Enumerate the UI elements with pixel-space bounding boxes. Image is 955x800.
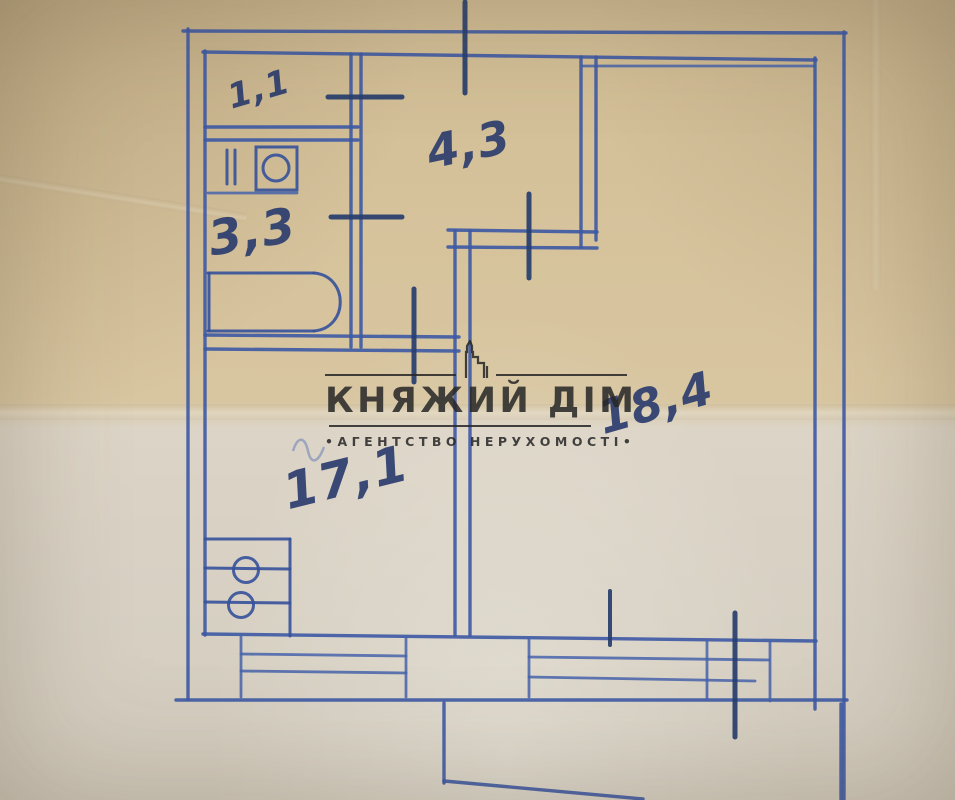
bathtub-fixture [206, 271, 342, 333]
stove-fixture [203, 537, 292, 638]
pen-scribble [291, 438, 326, 462]
balcony-outline [442, 701, 843, 800]
room-label-kitchen: 17,1 [277, 434, 415, 521]
room-label-hallway: 4,3 [421, 109, 516, 180]
room-label-toilet: 1,1 [223, 61, 295, 117]
burner-icon [227, 591, 255, 619]
room-label-living-room: 18,4 [592, 360, 720, 444]
door-opening-ticks [325, 0, 738, 740]
main-interior-wall [453, 229, 472, 637]
room-area-labels: 1,1 4,3 3,3 17,1 18,4 [204, 61, 719, 521]
kitchen-window [239, 635, 408, 699]
room-label-bathroom: 3,3 [204, 197, 300, 267]
toilet-fixture [225, 145, 299, 192]
burner-icon [232, 556, 260, 584]
living-room-window [527, 589, 772, 703]
hallway-walls [446, 55, 599, 250]
toilet-bowl-icon [261, 153, 291, 183]
wc-block-walls [203, 52, 461, 353]
bathtub-rounded-end [312, 271, 342, 333]
